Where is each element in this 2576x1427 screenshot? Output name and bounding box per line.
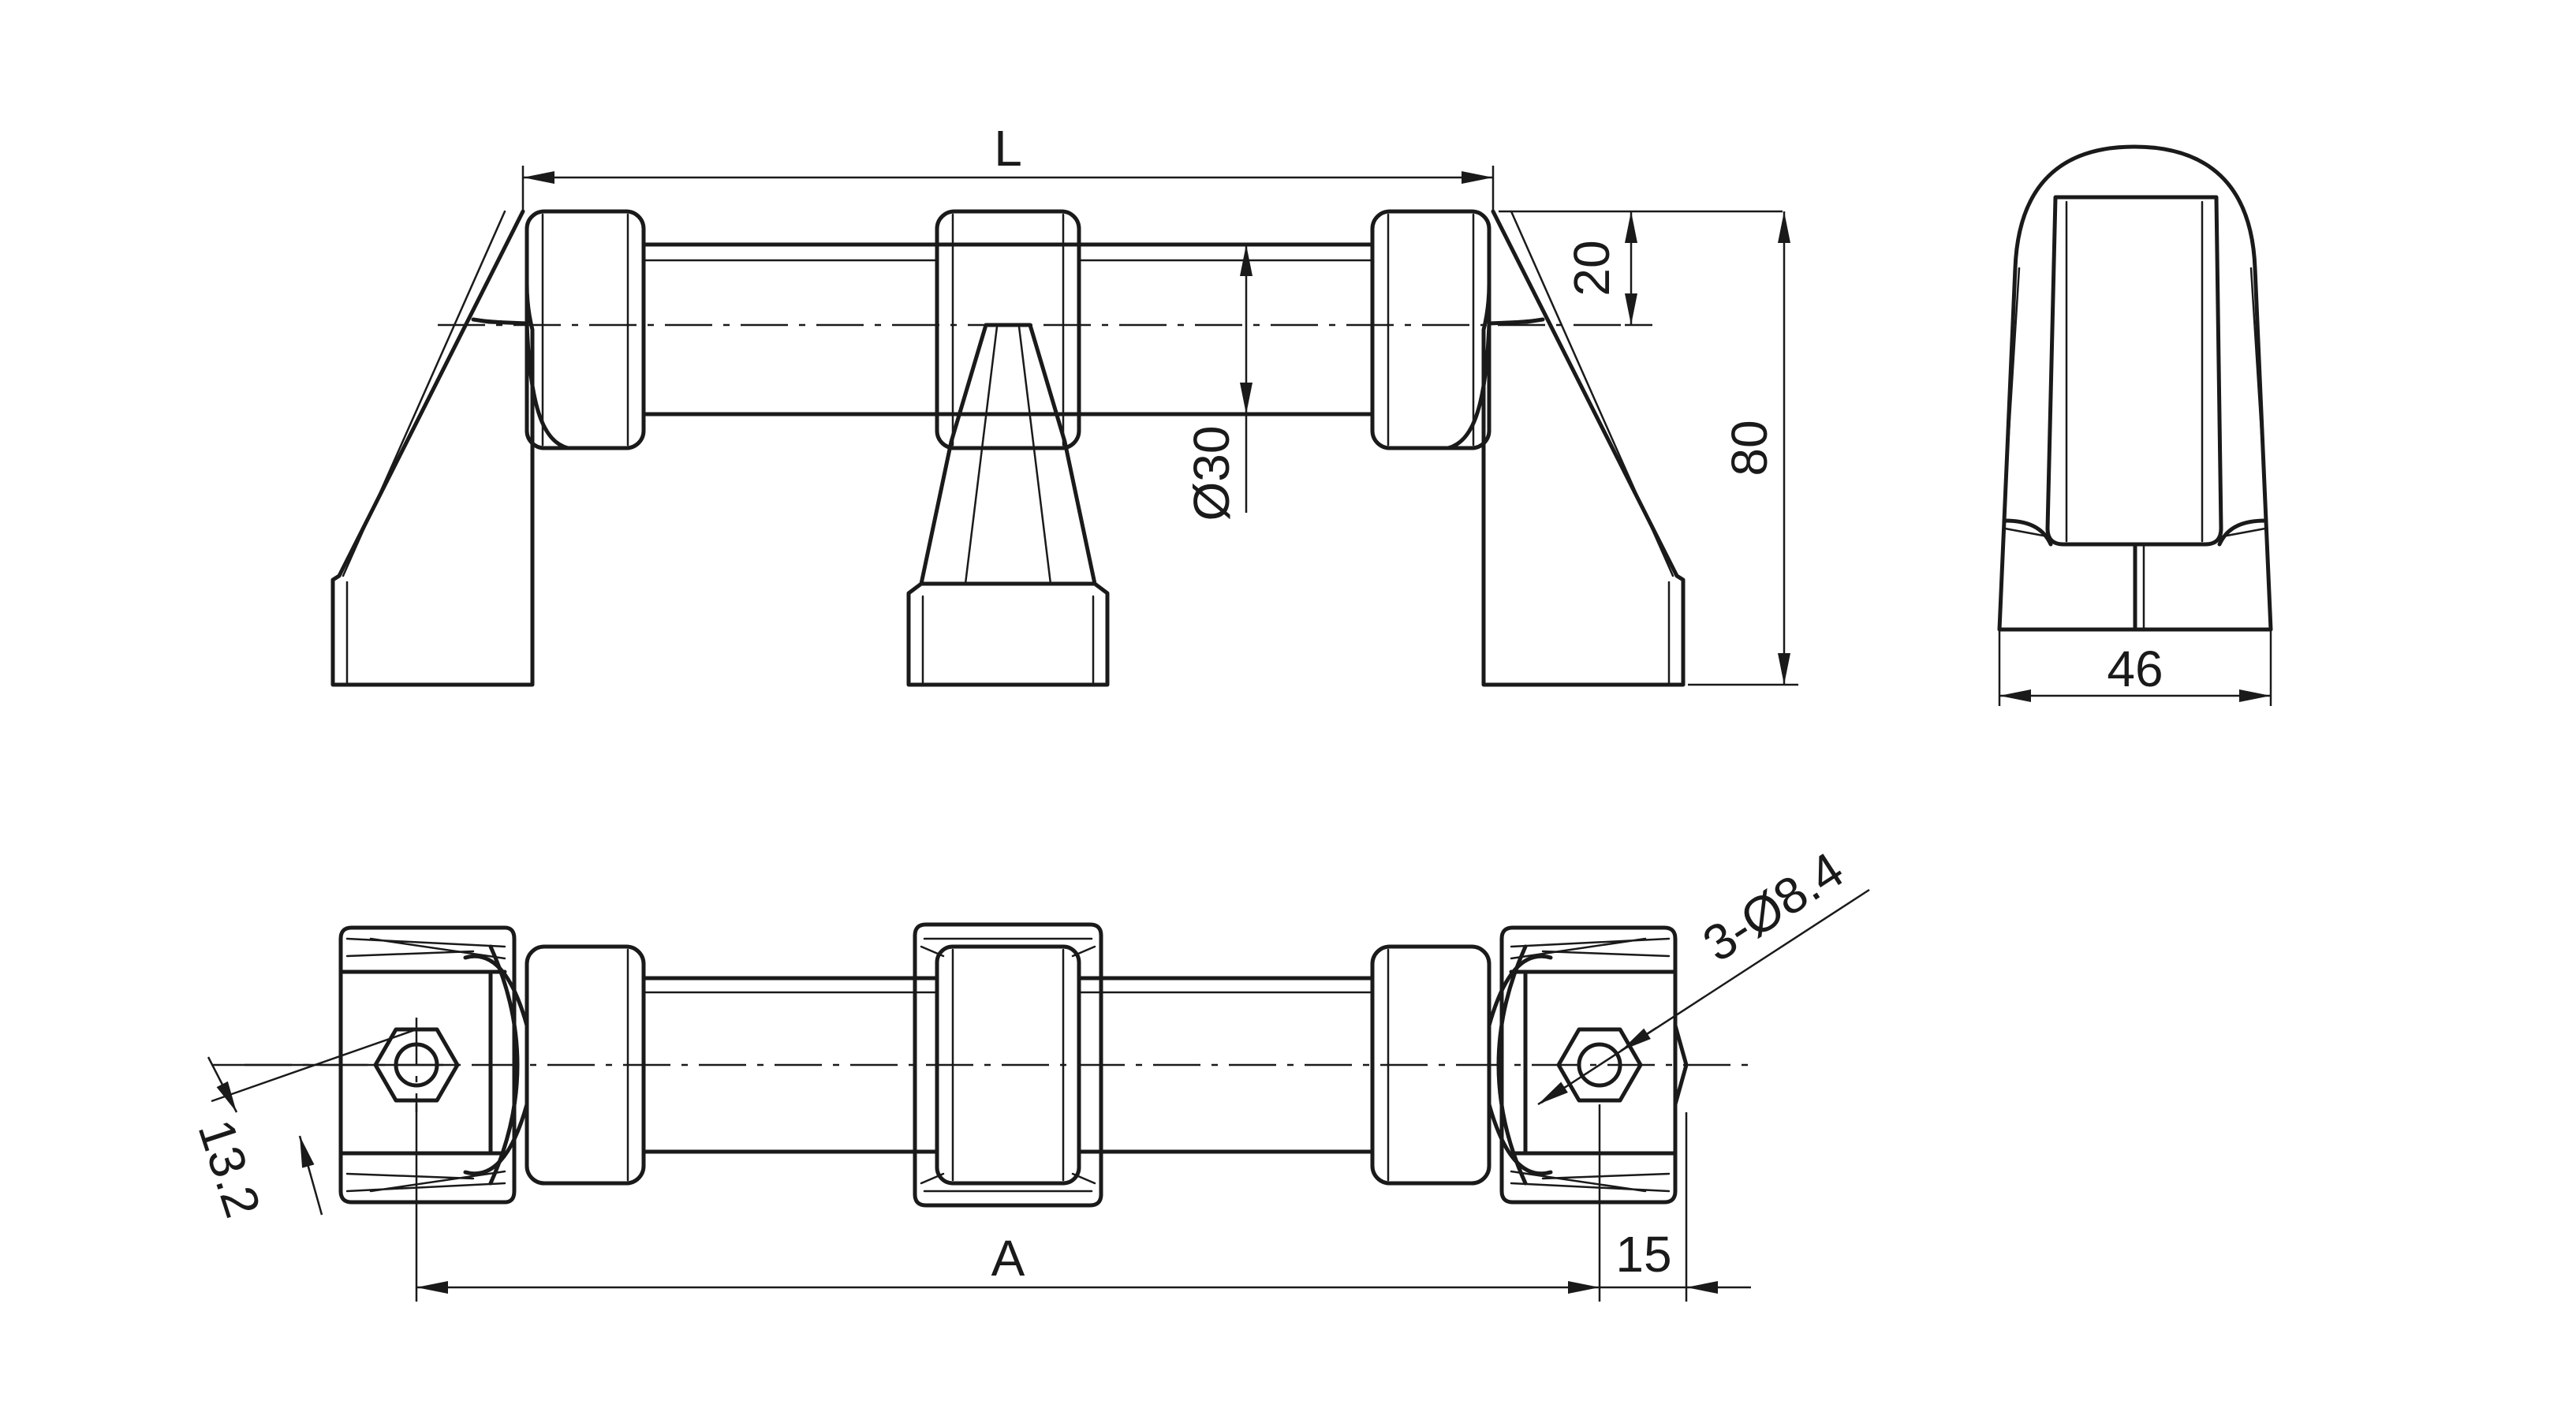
dimension-15: 15 <box>1600 1112 1751 1302</box>
dimension-46: 46 <box>1998 629 2272 706</box>
center-support <box>906 209 1110 687</box>
bar-top <box>641 976 1375 1154</box>
dimension-A-label: A <box>991 1230 1025 1287</box>
left-leg <box>330 209 535 687</box>
bar <box>641 242 1375 417</box>
left-hub <box>525 209 646 450</box>
side-view <box>1997 144 2273 632</box>
dimension-13-2-label: 13.2 <box>187 1113 271 1224</box>
top-view <box>245 922 1759 1208</box>
dimension-20-label: 20 <box>1563 240 1620 296</box>
left-end <box>338 925 529 1205</box>
front-view <box>330 209 1686 687</box>
right-hub <box>1370 209 1491 450</box>
dimension-L-label: L <box>994 120 1022 177</box>
dimension-20: 20 <box>1499 210 1783 327</box>
dimension-d30: Ø30 <box>1183 245 1253 521</box>
dimension-46-label: 46 <box>2107 641 2163 697</box>
dimension-L: L <box>521 120 1495 211</box>
dimension-15-label: 15 <box>1615 1226 1671 1283</box>
dimension-80-label: 80 <box>1721 420 1778 476</box>
dimension-80: 80 <box>1688 211 1798 686</box>
dimension-A: A <box>415 1104 1601 1302</box>
dimension-d30-label: Ø30 <box>1183 426 1240 521</box>
